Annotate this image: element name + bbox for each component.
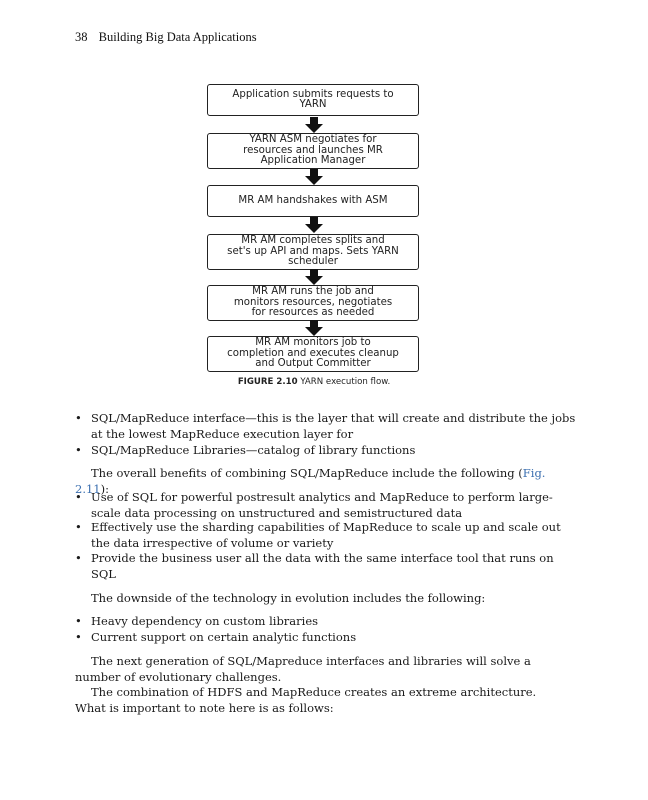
down-arrow-icon bbox=[305, 217, 323, 233]
bullet-text: SQL/MapReduce Libraries—catalog of libra… bbox=[91, 443, 416, 457]
page-header: 38 Building Big Data Applications bbox=[75, 30, 257, 45]
flow-box-2: YARN ASM negotiates for resources and la… bbox=[207, 133, 419, 169]
bullet-item: • SQL/MapReduce Libraries—catalog of lib… bbox=[75, 442, 581, 458]
bullet-glyph: • bbox=[75, 443, 82, 457]
down-arrow-icon bbox=[305, 169, 323, 185]
paragraph-text: The overall benefits of combining SQL/Ma… bbox=[91, 466, 523, 480]
bullet-text: Effectively use the sharding capabilitie… bbox=[91, 520, 561, 550]
bullet-glyph: • bbox=[75, 614, 82, 628]
bullet-text: Current support on certain analytic func… bbox=[91, 630, 357, 644]
flow-box-1: Application submits requests to YARN bbox=[207, 84, 419, 116]
paragraph: The next generation of SQL/Mapreduce int… bbox=[75, 654, 531, 684]
bullet-item: • Use of SQL for powerful postresult ana… bbox=[75, 489, 581, 521]
flow-box-3: MR AM handshakes with ASM bbox=[207, 185, 419, 217]
bullet-item: • SQL/MapReduce interface—this is the la… bbox=[75, 410, 581, 442]
down-arrow-icon bbox=[305, 269, 323, 285]
figure-link[interactable]: Fig. 2.11 bbox=[75, 466, 546, 496]
bullet-item: • Heavy dependency on custom libraries bbox=[75, 613, 581, 629]
figure-caption-text: YARN execution flow. bbox=[297, 377, 391, 387]
figure-caption: FIGURE 2.10 YARN execution flow. bbox=[0, 377, 628, 387]
bullet-text: Use of SQL for powerful postresult analy… bbox=[91, 490, 553, 520]
bullet-glyph: • bbox=[75, 551, 82, 565]
bullet-text: Provide the business user all the data w… bbox=[91, 551, 554, 581]
bullet-glyph: • bbox=[75, 520, 82, 534]
paragraph: The overall benefits of combining SQL/Ma… bbox=[75, 465, 565, 497]
flow-box-6: MR AM monitors job to completion and exe… bbox=[207, 336, 419, 372]
down-arrow-icon bbox=[305, 320, 323, 336]
bullet-glyph: • bbox=[75, 490, 82, 504]
bullet-text: SQL/MapReduce interface—this is the laye… bbox=[91, 411, 576, 441]
bullet-glyph: • bbox=[75, 411, 82, 425]
paragraph: The downside of the technology in evolut… bbox=[91, 591, 486, 605]
bullet-glyph: • bbox=[75, 630, 82, 644]
bullet-item: • Provide the business user all the data… bbox=[75, 550, 581, 582]
paragraph: The combination of HDFS and MapReduce cr… bbox=[75, 685, 537, 715]
bullet-item: • Effectively use the sharding capabilit… bbox=[75, 519, 581, 551]
bullet-text: Heavy dependency on custom libraries bbox=[91, 614, 319, 628]
bullet-item: • Current support on certain analytic fu… bbox=[75, 629, 581, 645]
figure-label: FIGURE 2.10 bbox=[237, 377, 298, 387]
paragraph-text: ): bbox=[100, 482, 109, 496]
running-title: Building Big Data Applications bbox=[98, 30, 257, 44]
flow-box-4: MR AM completes splits and set's up API … bbox=[207, 234, 419, 270]
flow-box-5: MR AM runs the job and monitors resource… bbox=[207, 285, 419, 321]
page-number: 38 bbox=[75, 30, 88, 44]
down-arrow-icon bbox=[305, 117, 323, 133]
